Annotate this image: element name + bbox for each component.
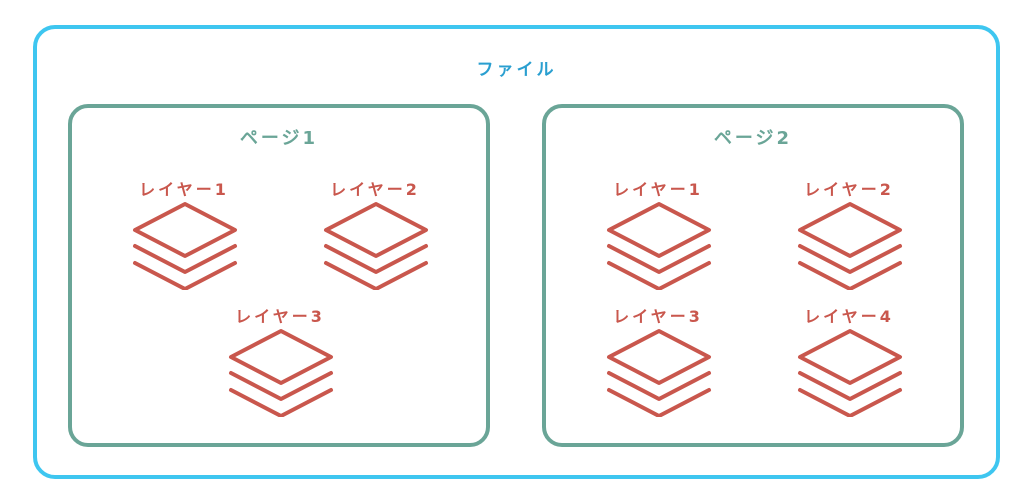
file-container: ファイル bbox=[33, 25, 1000, 479]
layers-icon bbox=[324, 202, 428, 290]
page-2-layer-3: レイヤー3 bbox=[598, 303, 718, 417]
page-1-layer-3: レイヤー3 bbox=[220, 303, 340, 417]
layers-icon bbox=[133, 202, 237, 290]
layer-label: レイヤー3 bbox=[235, 307, 325, 326]
layer-label: レイヤー1 bbox=[613, 180, 703, 199]
page-1-layer-1: レイヤー1 bbox=[124, 176, 244, 290]
layers-icon bbox=[607, 329, 711, 417]
layers-icon bbox=[798, 329, 902, 417]
layers-icon bbox=[798, 202, 902, 290]
file-title: ファイル bbox=[476, 60, 557, 80]
page-1-container: ページ1 レイヤー1 レイヤー2 レイヤー3 bbox=[68, 104, 490, 447]
page-2-layer-4: レイヤー4 bbox=[789, 303, 909, 417]
layer-label: レイヤー1 bbox=[139, 180, 229, 199]
layer-label: レイヤー2 bbox=[804, 180, 894, 199]
page-2-container: ページ2 レイヤー1 レイヤー2 レイヤー3 レイヤー4 bbox=[542, 104, 964, 447]
layer-label: レイヤー2 bbox=[330, 180, 420, 199]
layers-icon bbox=[607, 202, 711, 290]
page-2-layer-1: レイヤー1 bbox=[598, 176, 718, 290]
layers-icon bbox=[229, 329, 333, 417]
layer-label: レイヤー4 bbox=[804, 307, 894, 326]
page-1-layer-2: レイヤー2 bbox=[315, 176, 435, 290]
page-1-title: ページ1 bbox=[239, 128, 319, 149]
page-2-layer-2: レイヤー2 bbox=[789, 176, 909, 290]
page-2-title: ページ2 bbox=[713, 128, 793, 149]
layer-label: レイヤー3 bbox=[613, 307, 703, 326]
